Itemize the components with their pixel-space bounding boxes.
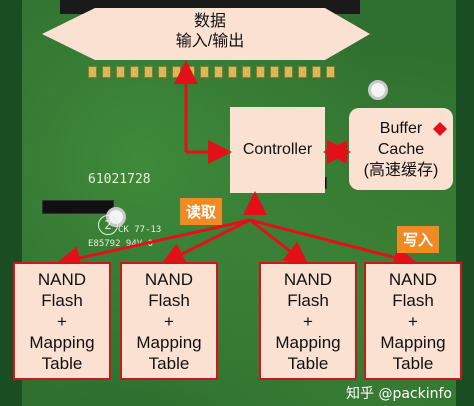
- gold-pad: [102, 66, 111, 78]
- silk-serial: 61021728: [88, 172, 151, 187]
- silk-circle-number: 2: [98, 215, 118, 235]
- nand-line: Flash: [392, 290, 434, 310]
- gold-pad: [298, 66, 307, 78]
- nand-line: NAND: [144, 269, 194, 289]
- nand-line: Flash: [287, 290, 329, 310]
- nand-line: Table: [148, 353, 190, 373]
- read-tag: 读取: [180, 198, 223, 225]
- controller-label: Controller: [242, 141, 313, 158]
- buffer-line-3: (高速缓存): [363, 161, 439, 179]
- arrow-to-nand-3: [249, 218, 309, 266]
- nand-block-3: NAND Flash + Mapping Table: [259, 262, 357, 380]
- gold-pad: [284, 66, 293, 78]
- nand-line: Mapping: [29, 332, 95, 352]
- diamond-marker: [433, 122, 447, 136]
- nand-line: NAND: [37, 269, 87, 289]
- nand-line: Table: [392, 353, 434, 373]
- gold-pad: [228, 66, 237, 78]
- arrow-to-nand-1: [56, 218, 251, 270]
- nand-block-4: NAND Flash + Mapping Table: [364, 262, 462, 380]
- nand-block-2: NAND Flash + Mapping Table: [120, 262, 218, 380]
- gold-pad: [242, 66, 251, 78]
- gold-pad: [214, 66, 223, 78]
- gold-pad: [200, 66, 209, 78]
- connector-subtitle: 输入/输出: [175, 33, 245, 50]
- gold-pad: [88, 66, 97, 78]
- watermark: 知乎 @packinfo: [346, 386, 452, 402]
- controller-box: Controller: [230, 107, 325, 193]
- nand-line: NAND: [283, 269, 333, 289]
- buffer-line-2: Cache: [377, 140, 425, 158]
- gold-pad: [158, 66, 167, 78]
- silk-code-2: E85792 94V-0: [88, 239, 154, 249]
- nand-line: +: [408, 311, 418, 331]
- nand-line: +: [303, 311, 313, 331]
- gold-pad: [130, 66, 139, 78]
- nand-line: Flash: [148, 290, 190, 310]
- nand-block-1: NAND Flash + Mapping Table: [13, 262, 111, 380]
- gold-pad: [144, 66, 153, 78]
- arrow-to-nand-4: [249, 218, 418, 270]
- gold-pad: [312, 66, 321, 78]
- buffer-line-1: Buffer: [379, 119, 423, 137]
- nand-line: Mapping: [136, 332, 202, 352]
- nand-line: Mapping: [275, 332, 341, 352]
- buffer-cache-box: Buffer Cache (高速缓存): [349, 108, 453, 190]
- write-tag: 写入: [397, 226, 440, 253]
- nand-line: +: [57, 311, 67, 331]
- nand-line: NAND: [388, 269, 438, 289]
- silk-code-1: CK 77-13: [118, 225, 162, 235]
- connector-title: 数据: [193, 13, 226, 30]
- nand-line: Flash: [41, 290, 83, 310]
- nand-line: Table: [41, 353, 83, 373]
- gold-pad: [256, 66, 265, 78]
- mounting-hole: [368, 80, 388, 100]
- nand-line: Mapping: [380, 332, 446, 352]
- nand-line: Table: [287, 353, 329, 373]
- arrow-to-nand-2: [160, 218, 251, 265]
- gold-pad: [270, 66, 279, 78]
- gold-pad: [326, 66, 335, 78]
- nand-line: +: [164, 311, 174, 331]
- gold-pad: [116, 66, 125, 78]
- connector-label: 数据 输入/输出: [95, 6, 325, 58]
